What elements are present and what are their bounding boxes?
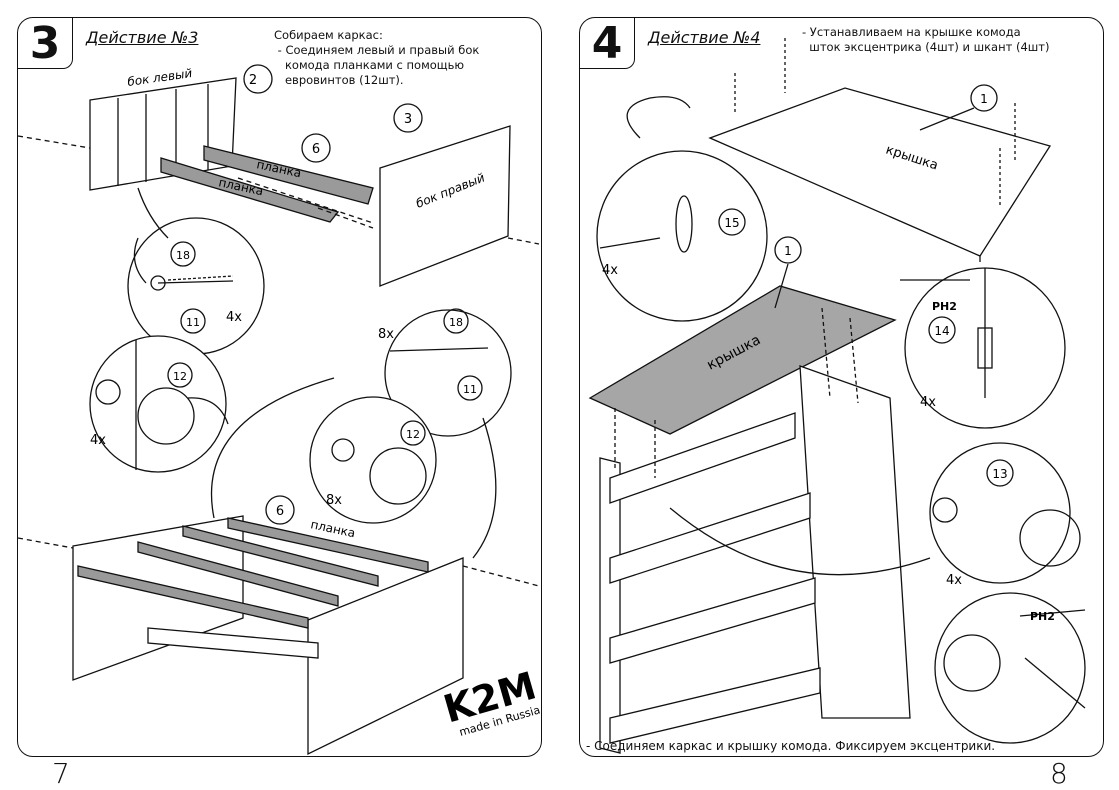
- label-ph2-a: PH2: [932, 300, 957, 313]
- qty-4x-a: 4x: [226, 310, 242, 325]
- zoom-detail-cam-1: [89, 335, 227, 473]
- part-num-11-b: 11: [463, 383, 477, 396]
- qty-8x-b: 8x: [326, 493, 342, 508]
- label-ph2-b: PH2: [1030, 610, 1055, 623]
- zoom-detail-cam-2: [309, 396, 437, 524]
- part-circle-12-b: [400, 420, 426, 446]
- top-panel-placed: [588, 285, 897, 435]
- slat-assembled-2: [137, 541, 339, 607]
- part-circle-1-a: [970, 84, 998, 112]
- slat-assembled-3: [182, 525, 379, 587]
- zoom-detail-cam-lock: [934, 592, 1086, 744]
- step-instruction: - Устанавливаем на крышке комода шток эк…: [802, 25, 1050, 54]
- step-4-illustration: крышка крышка 1 1 15 14 13 4x 4x 4x PH2 …: [588, 38, 1086, 754]
- page-number-right: 8: [1050, 757, 1068, 790]
- part-num-12-b: 12: [406, 428, 420, 441]
- step-3-illustration: бок левый бок правый планка планка планк…: [18, 64, 541, 756]
- part-num-1-b: 1: [784, 244, 792, 258]
- qty-4x-c: 4x: [946, 573, 962, 588]
- part-circle-18-a: [170, 241, 196, 267]
- part-circle-11-b: [457, 375, 483, 401]
- zoom-detail-cam: [929, 442, 1071, 584]
- qty-4x-a: 4x: [602, 263, 618, 278]
- part-num-14: 14: [934, 324, 949, 338]
- part-num-18-a: 18: [176, 249, 190, 262]
- step-4-panel: 4 Действие №4 - Устанавливаем на крышке …: [579, 17, 1104, 757]
- footer-note: - Соединяем каркас и крышку комода. Фикс…: [586, 739, 996, 753]
- part-circle-14: [928, 316, 956, 344]
- part-num-1-a: 1: [980, 92, 988, 106]
- slat-assembled-4: [227, 517, 429, 573]
- part-num-12-a: 12: [173, 370, 187, 383]
- step-title: Действие №4: [648, 28, 761, 47]
- step-3-panel: 3 Действие №3 Собираем каркас: - Соединя…: [17, 17, 542, 757]
- page-number-left: 7: [52, 757, 70, 790]
- part-num-11-a: 11: [186, 316, 200, 329]
- step-title: Действие №3: [86, 28, 199, 47]
- zoom-detail-screw-1: [127, 217, 265, 355]
- step-number-badge: 3: [18, 18, 73, 69]
- part-circle-12-a: [167, 362, 193, 388]
- part-circle-15: [718, 208, 746, 236]
- slat-assembled-1: [77, 565, 309, 629]
- carcass-left-side: [72, 515, 244, 681]
- part-num-6-b: 6: [276, 504, 284, 519]
- part-num-2: 2: [249, 73, 257, 88]
- carcass-right-side: [307, 557, 464, 756]
- part-circle-6-top: [301, 133, 331, 163]
- slat-lower: [160, 157, 340, 223]
- part-circle-13: [986, 459, 1014, 487]
- part-circle-2: [243, 64, 273, 94]
- qty-8x-a: 8x: [378, 327, 394, 342]
- carcass-right-side: [799, 365, 911, 719]
- slat-upper: [203, 145, 374, 205]
- right-side-panel: [379, 125, 511, 287]
- part-circle-1-b: [774, 236, 802, 264]
- part-circle-6-bottom: [265, 495, 295, 525]
- part-circle-11-a: [180, 308, 206, 334]
- part-circle-18-b: [443, 308, 469, 334]
- part-circle-3: [393, 103, 423, 133]
- part-num-13: 13: [992, 467, 1007, 481]
- step-instruction: Собираем каркас: - Соединяем левый и пра…: [274, 28, 480, 87]
- part-num-3: 3: [404, 112, 412, 127]
- zoom-detail-dowel: [596, 150, 768, 322]
- qty-4x-b: 4x: [920, 395, 936, 410]
- step-number-badge: 4: [580, 18, 635, 69]
- part-num-6-a: 6: [312, 142, 320, 157]
- part-num-15: 15: [724, 216, 739, 230]
- part-num-18-b: 18: [449, 316, 463, 329]
- qty-4x-b: 4x: [90, 433, 106, 448]
- zoom-detail-screw-2: [384, 309, 512, 437]
- top-panel-upper: [708, 87, 1052, 257]
